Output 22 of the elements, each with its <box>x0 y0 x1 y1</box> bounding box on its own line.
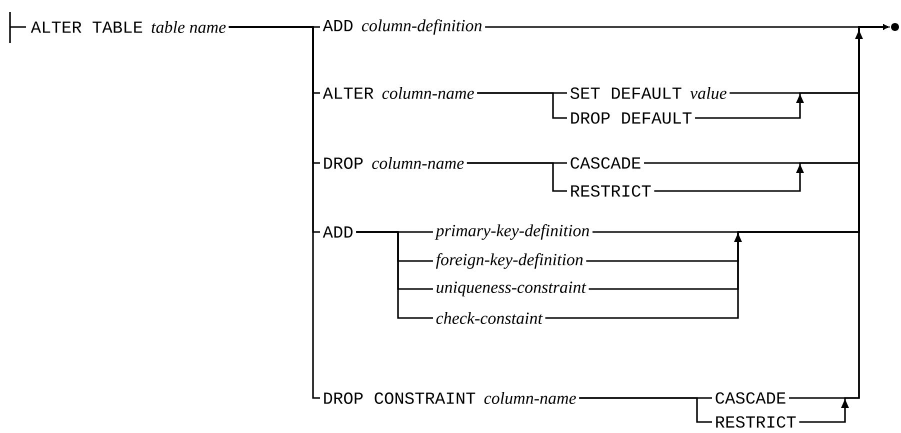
syntax-term: CASCADE <box>716 392 786 404</box>
syntax-term: CASCADE <box>570 157 640 169</box>
syntax-term: RESTRICT <box>571 185 651 197</box>
syntax-term: SET DEFAULT value <box>570 87 726 99</box>
syntax-term: ADD column-definition <box>322 19 482 35</box>
syntax-term: DROP DEFAULT <box>571 112 692 124</box>
end-dot <box>891 23 899 31</box>
connector <box>579 397 712 423</box>
syntax-term: ADD <box>322 226 353 238</box>
connector <box>356 231 433 319</box>
syntax-term: foreign-key-definition <box>436 253 583 269</box>
syntax-term: DROP CONSTRAINT column-name <box>324 392 576 404</box>
connector <box>228 26 320 399</box>
syntax-term: ALTER TABLE table name <box>30 21 226 33</box>
connector <box>477 92 567 119</box>
syntax-term: DROP column-name <box>324 157 464 169</box>
syntax-term: primary-key-definition <box>434 224 590 240</box>
syntax-term: uniqueness-constraint <box>436 282 586 296</box>
syntax-term: RESTRICT <box>716 416 796 428</box>
syntax-term: ALTER column-name <box>322 87 474 99</box>
syntax-term: check-constaint <box>436 312 543 324</box>
connector <box>466 162 567 192</box>
